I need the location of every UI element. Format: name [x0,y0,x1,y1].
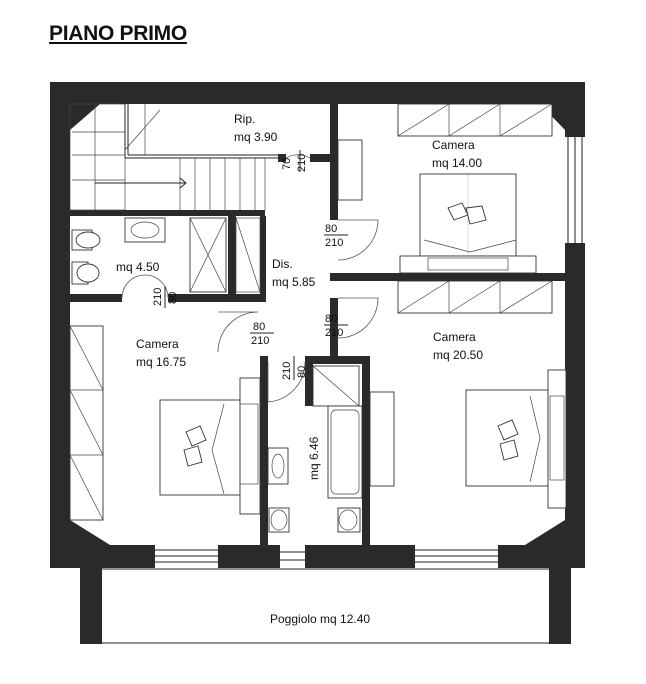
door-80b-height: 210 [325,327,343,339]
door-west-bath-width: 80 [167,292,179,304]
bedroom-w-furniture [69,325,261,521]
balcony [80,568,571,644]
door-70-width: 70 [281,158,293,170]
staircase [69,103,278,211]
label-rip-area: mq 3.90 [234,130,278,144]
label-dis-area: mq 5.85 [272,275,316,289]
bedroom-se-furniture [369,280,567,509]
windows [155,137,583,563]
label-camera-w-name: Camera [136,337,179,351]
label-dis-name: Dis. [272,257,293,271]
bath-center-fixtures [267,365,363,533]
door-swings [121,154,379,403]
label-camera-se-name: Camera [433,330,476,344]
door-70-height: 210 [296,154,308,172]
door-dimensions: 70 210 80 210 80 210 80 210 210 80 210 8… [152,150,348,380]
label-camera-w-area: mq 16.75 [136,355,186,369]
label-bath-center-area: mq 6.46 [307,436,321,480]
label-camera-se-area: mq 20.50 [433,348,483,362]
door-80a-height: 210 [325,237,343,249]
door-80b-width: 80 [325,313,337,325]
label-rip-name: Rip. [234,112,255,126]
door-center-bath-width: 80 [296,366,308,378]
door-80c-height: 210 [251,335,269,347]
bedroom-ne-furniture [337,103,553,274]
label-bath-west-area: mq 4.50 [116,260,160,274]
bath-west-fixtures [71,217,261,293]
room-labels: Rip. mq 3.90 Camera mq 14.00 mq 4.50 Dis… [116,112,483,626]
door-west-bath-height: 210 [152,288,164,306]
label-poggiolo: Poggiolo mq 12.40 [270,612,370,626]
label-camera-ne-name: Camera [432,138,475,152]
door-center-bath-height: 210 [281,362,293,380]
interior-walls [70,104,565,546]
exterior-walls [50,82,585,568]
door-80a-width: 80 [325,223,337,235]
door-80c-width: 80 [253,321,265,333]
plan-title: PIANO PRIMO [49,22,187,45]
label-camera-ne-area: mq 14.00 [432,156,482,170]
